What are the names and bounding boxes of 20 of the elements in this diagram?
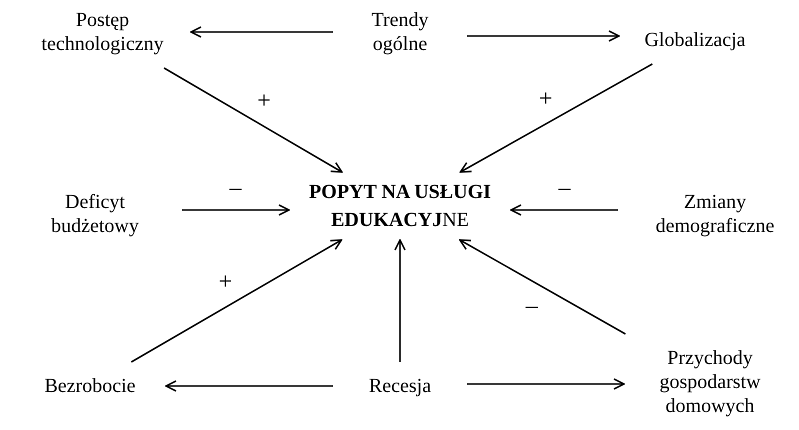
arrow: [467, 30, 620, 42]
arrow: [460, 63, 653, 173]
factor-label: Bezrobocie: [20, 374, 160, 398]
arrow: [164, 67, 343, 173]
arrow: [510, 204, 618, 216]
arrow: [182, 204, 290, 216]
factor-label: Trendy ogólne: [345, 8, 455, 56]
factor-label: Przychody gospodarstw domowych: [630, 346, 790, 418]
factor-label: Globalizacja: [625, 28, 765, 52]
arrow: [130, 239, 342, 363]
arrow: [190, 26, 333, 38]
factor-label: Zmiany demograficzne: [630, 190, 799, 238]
central-concept: POPYT NA USŁUGI EDUKACYJNE: [295, 178, 505, 234]
factor-label: Deficyt budżetowy: [20, 190, 170, 238]
factor-label: Postęp technologiczny: [20, 8, 185, 56]
factor-label: Recesja: [345, 374, 455, 398]
arrow: [459, 239, 626, 335]
arrow: [467, 378, 625, 390]
arrow: [165, 380, 333, 392]
arrow: [394, 239, 406, 362]
